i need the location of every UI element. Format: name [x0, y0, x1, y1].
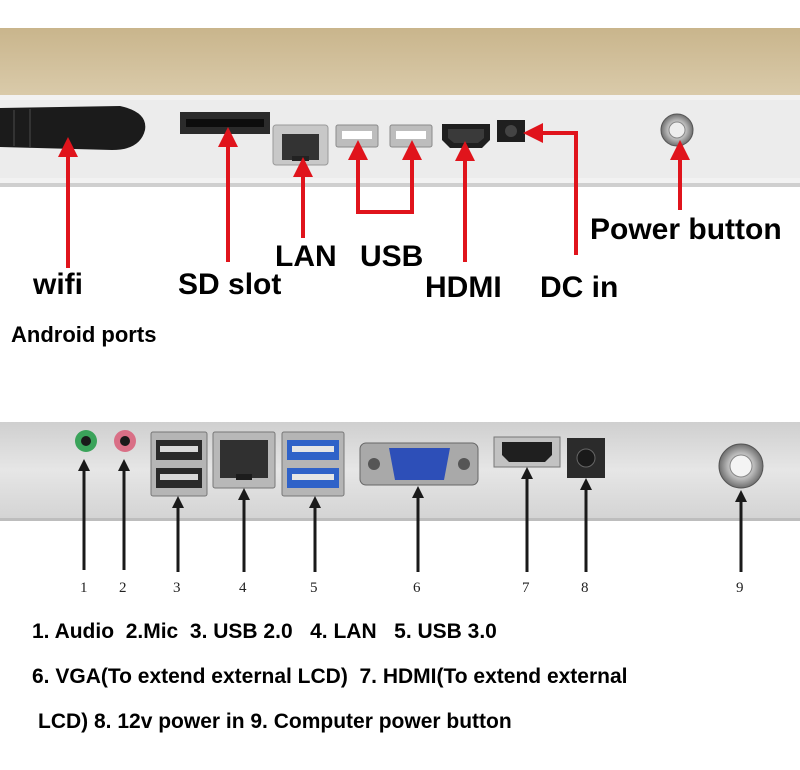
- android-ports-caption: Android ports: [11, 322, 157, 347]
- hdmi-port-icon: [493, 436, 561, 468]
- usb3-ports-icon: [281, 431, 345, 497]
- dc-in-port-icon: [497, 120, 525, 142]
- label-sd-slot: SD slot: [178, 268, 282, 301]
- dc-power-port-icon: [567, 438, 605, 478]
- legend-line: LCD) 8. 12v power in 9. Computer power b…: [38, 710, 512, 733]
- sd-slot-icon: [180, 112, 270, 134]
- label-power-button: Power button: [590, 213, 782, 246]
- port-number: 3: [173, 580, 181, 596]
- usb2-ports-icon: [150, 431, 208, 497]
- usb-port-icon: [335, 124, 379, 148]
- port-number: 4: [239, 580, 247, 596]
- port-number: 8: [581, 580, 589, 596]
- label-lan: LAN: [275, 240, 337, 273]
- label-dc-in: DC in: [540, 271, 619, 304]
- lan-port-icon: [212, 431, 276, 489]
- label-usb: USB: [360, 240, 424, 273]
- port-number: 7: [522, 580, 530, 596]
- port-number: 5: [310, 580, 318, 596]
- label-hdmi: HDMI: [425, 271, 502, 304]
- hdmi-port-icon: [442, 124, 490, 148]
- top-callout-arrows: [58, 123, 690, 268]
- label-wifi: wifi: [33, 268, 83, 301]
- lan-port-icon: [272, 124, 329, 166]
- power-button-icon: [660, 113, 694, 147]
- computer-power-button-icon: [718, 443, 764, 489]
- vga-port-icon: [359, 442, 479, 486]
- legend-line: 6. VGA(To extend external LCD) 7. HDMI(T…: [32, 665, 628, 688]
- legend-line: 1. Audio 2.Mic 3. USB 2.0 4. LAN 5. USB …: [32, 620, 497, 643]
- mic-jack-icon: [114, 430, 136, 452]
- audio-jack-icon: [75, 430, 97, 452]
- wifi-antenna-icon: [0, 106, 146, 150]
- port-number: 2: [119, 580, 127, 596]
- bottom-callout-arrows: [78, 459, 747, 572]
- port-number: 9: [736, 580, 744, 596]
- usb-port-icon: [389, 124, 433, 148]
- dc-in-arrow: [523, 123, 578, 255]
- port-number: 1: [80, 580, 88, 596]
- port-number: 6: [413, 580, 421, 596]
